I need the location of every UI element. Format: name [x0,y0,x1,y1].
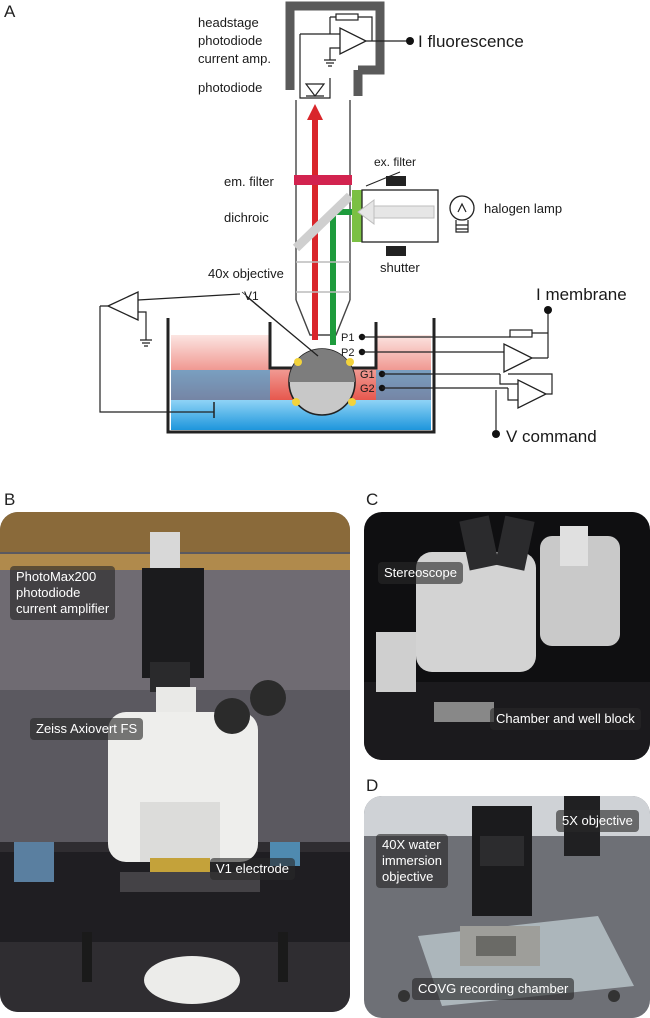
label-ex-filter: ex. filter [374,155,416,169]
label-v-command: V command [506,427,597,446]
tag-stereoscope: Stereoscope [378,562,463,584]
label-photodiode: photodiode [198,80,262,95]
tag-chamber-well-block: Chamber and well block [490,708,641,730]
panel-letter-c: C [366,490,379,509]
photo-c-stereoscope: Stereoscope Chamber and well block [364,512,650,760]
label-v1: V1 [244,289,259,303]
ground-symbol [324,59,336,67]
covg-setup-schematic: headstage photodiode current amp. photod… [99,1,627,446]
ex-filter-pointer [365,171,401,187]
headstage-housing [285,1,385,90]
oocyte [288,348,356,416]
photo-d-recording-chamber: 40X water immersion objective 5X objecti… [364,796,650,1018]
label-p2: P2 [341,347,354,359]
shutter-top [386,176,406,186]
feedback-resistor [335,13,359,21]
label-g2: G2 [360,383,375,395]
v-command-terminal [492,430,500,438]
label-em-filter: em. filter [224,174,275,189]
photodiode-symbol [299,78,331,99]
tag-40x-objective: 40X water immersion objective [376,834,448,888]
voltage-amplifier [517,378,548,410]
label-i-fluorescence: I fluorescence [418,32,524,51]
current-amplifier [503,342,534,374]
i-fluorescence-terminal [406,37,414,45]
halogen-lamp-icon [449,195,475,233]
label-headstage-3: current amp. [198,51,271,66]
em-filter [294,175,352,185]
tag-v1-electrode: V1 electrode [210,858,295,880]
panel-letter-a: A [4,2,16,21]
headstage-amplifier [339,26,368,56]
bath-chamber [166,318,436,434]
label-g1: G1 [360,369,375,381]
label-dichroic: dichroic [224,210,269,225]
tag-photomax200: PhotoMax200 photodiode current amplifier [10,566,116,620]
label-headstage-1: headstage [198,15,259,30]
panel-letter-b: B [4,490,16,509]
tag-covg-chamber: COVG recording chamber [412,978,575,1000]
emission-arrowhead [307,104,323,120]
i-membrane-terminal [544,306,552,314]
dichroic-mirror [292,192,354,252]
shutter-bottom [386,246,406,256]
ex-filter [352,190,362,242]
label-halogen-lamp: halogen lamp [484,201,562,216]
ground-symbol-left [140,339,152,347]
label-shutter: shutter [380,260,420,275]
photo-b-axiovert-rig: PhotoMax200 photodiode current amplifier… [0,512,350,1012]
tag-5x-objective: 5X objective [556,810,639,832]
label-p1: P1 [341,332,354,344]
objective-taper [295,299,351,336]
label-headstage-2: photodiode [198,33,262,48]
label-40x-objective: 40x objective [208,266,284,281]
lamp-housing [361,189,439,243]
label-i-membrane: I membrane [536,285,627,304]
lamp-light-arrow [357,199,375,225]
photo-b-illustration [0,512,350,1012]
tag-zeiss-axiovert: Zeiss Axiovert FS [30,718,144,740]
panel-letter-d: D [366,776,379,795]
v1-amplifier [106,290,139,322]
